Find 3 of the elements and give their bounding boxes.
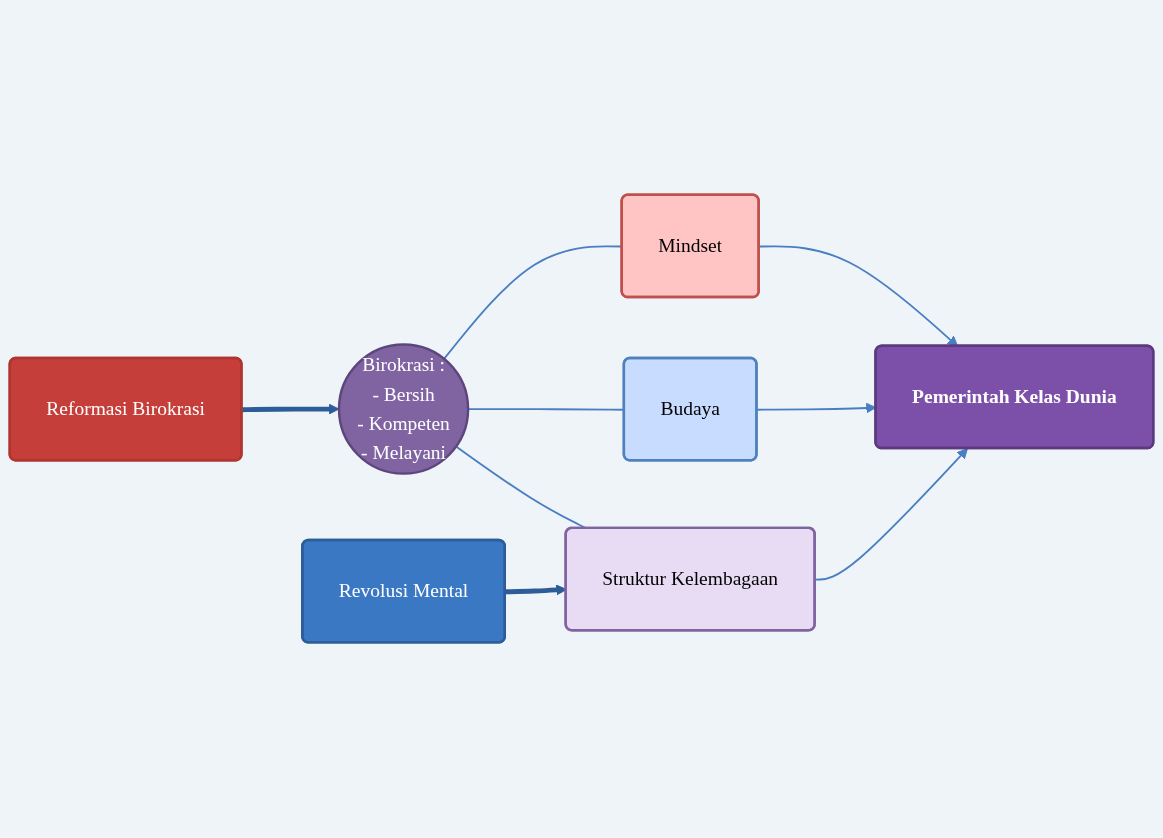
arrow <box>814 448 968 581</box>
node-circle: Birokrasi : - Bersih - Kompeten - Melayani <box>337 343 470 476</box>
arrow <box>242 404 340 415</box>
